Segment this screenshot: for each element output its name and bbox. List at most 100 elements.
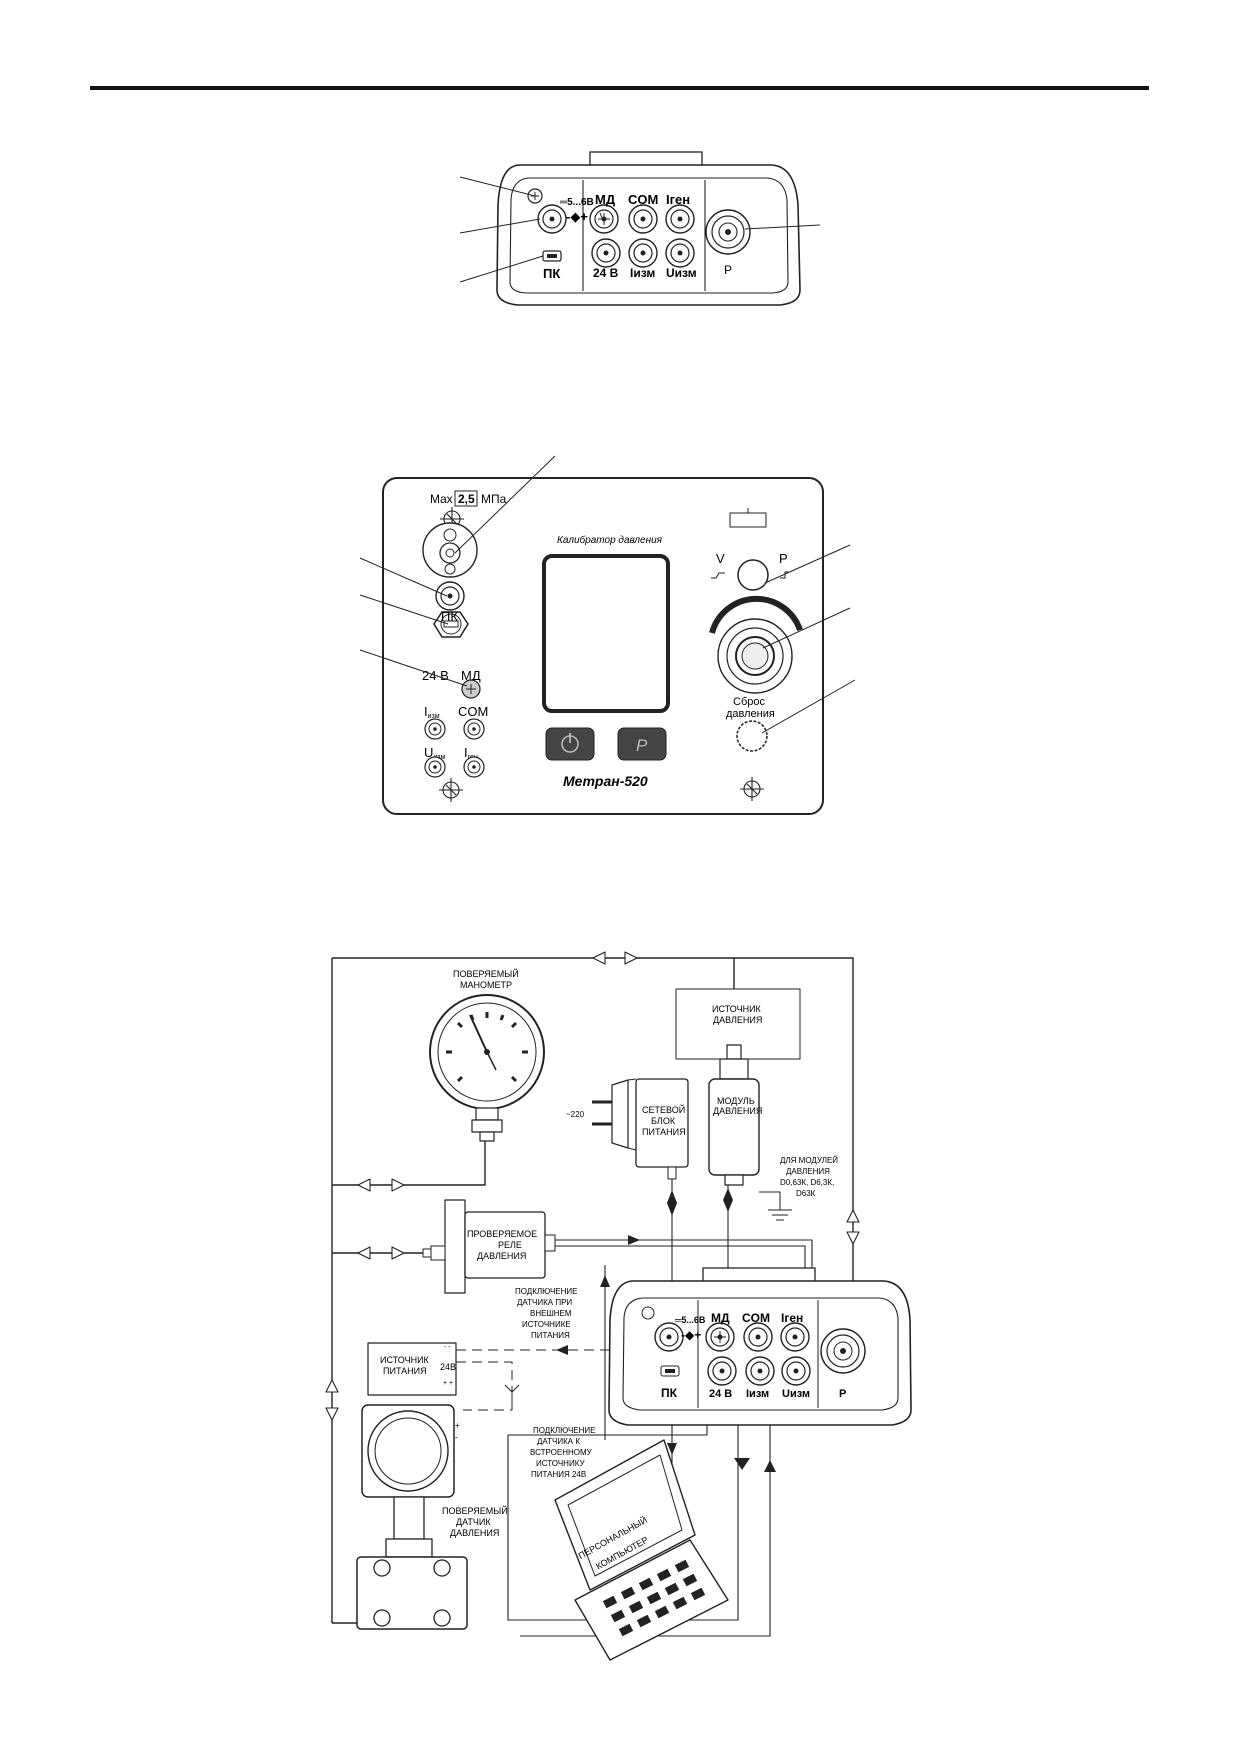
uizm-jack[interactable] <box>665 238 695 268</box>
module-label-line1: МОДУЛЬ <box>717 1096 755 1106</box>
ext-note-line2: ДАТЧИКА ПРИ <box>517 1298 572 1307</box>
com-label: COM <box>628 192 658 207</box>
com-label-front: COM <box>458 704 488 719</box>
max-value: 2,5 <box>458 492 475 506</box>
sensor-label-line2: ДАТЧИК <box>456 1517 491 1527</box>
ps-plus-label: + + <box>443 1380 453 1387</box>
figure-2-front-panel: Max 2,5 МПа ПК 24 В МД Iизм COM Uизм <box>359 455 856 815</box>
external-power-supply-box <box>367 1342 457 1396</box>
dev-md-label: МД <box>711 1311 730 1325</box>
gauge-under-test <box>429 994 545 1142</box>
mode-toggle-button[interactable] <box>737 559 769 591</box>
md-connector[interactable] <box>589 204 619 234</box>
device-handle <box>589 151 703 167</box>
ps-label-line1: ИСТОЧНИК <box>380 1355 430 1365</box>
diode-symbol <box>504 1384 520 1408</box>
igen-jack[interactable] <box>665 204 695 234</box>
relay-label-line1: ПРОВЕРЯЕМОЕ <box>467 1229 537 1239</box>
int-note-line2: ДАТЧИКА К <box>537 1437 580 1446</box>
mains-label: ═5...6В <box>559 197 594 208</box>
com-jack[interactable] <box>628 204 658 234</box>
gauge-label-line2: МАНОМЕТР <box>460 980 512 990</box>
md-connector-front[interactable] <box>461 679 481 699</box>
max-unit: МПа <box>481 492 507 506</box>
relay-label-line2: РЕЛЕ <box>498 1240 522 1250</box>
dev-p-label: P <box>839 1388 846 1400</box>
ext-note-line5: ПИТАНИЯ <box>531 1331 570 1340</box>
int-note-line5: ПИТАНИЯ 24В <box>531 1470 586 1479</box>
dev-uizm-label: Uизм <box>782 1388 810 1400</box>
ext-note-line4: ИСТОЧНИКЕ <box>522 1320 571 1329</box>
pressure-adjust-knob[interactable] <box>717 618 793 694</box>
pressure-transmitter <box>356 1404 468 1630</box>
dev-24v-label: 24 В <box>709 1388 732 1400</box>
pressure-port-front[interactable] <box>422 522 478 578</box>
dev-igen-label: Iген <box>781 1311 803 1325</box>
int-note-line1: ПОДКЛЮЧЕНИЕ <box>533 1426 595 1435</box>
mains-adapter <box>592 1078 689 1180</box>
power-jack-front[interactable] <box>435 581 465 611</box>
figure-1-device-top-view: ═5...6В -◆+ ПК МД COM Iген 24 В Iизм Uиз… <box>459 151 821 306</box>
personal-computer <box>554 1439 729 1661</box>
com-jack-front[interactable] <box>463 718 485 740</box>
uizm-jack-front[interactable] <box>424 756 446 778</box>
source-label-line2: ДАВЛЕНИЯ <box>713 1015 762 1025</box>
callout-lines-front <box>359 455 856 734</box>
i-label-front: Iизм <box>424 704 440 720</box>
power-button[interactable] <box>545 727 595 761</box>
pressure-relay <box>422 1199 556 1294</box>
power-jack[interactable] <box>537 204 567 234</box>
model-name: Метран-520 <box>563 773 648 789</box>
gauge-label-line1: ПОВЕРЯЕМЫЙ <box>453 968 519 979</box>
sensor-minus-label: - <box>455 1433 458 1442</box>
sensor-label-line3: ДАВЛЕНИЯ <box>450 1528 499 1538</box>
int-note-line4: ИСТОЧНИКУ <box>536 1459 585 1468</box>
24v-jack[interactable] <box>591 238 621 268</box>
reset-pressure-knob[interactable] <box>736 720 768 752</box>
pressure-lines <box>331 957 854 1624</box>
flow-arrows <box>325 951 860 1421</box>
dev-iizm-label: Iизм <box>746 1388 769 1400</box>
iizm-label: Iизм <box>630 266 655 280</box>
device-panel <box>509 177 789 294</box>
callout-lines <box>459 176 821 283</box>
ext-note-line1: ПОДКЛЮЧЕНИЕ <box>515 1287 577 1296</box>
display-screen <box>542 554 670 713</box>
knob-scale-arc <box>709 595 803 634</box>
modules-note-line2: ДАВЛЕНИЯ <box>786 1167 830 1176</box>
int-note-line3: ВСТРОЕННОМУ <box>530 1448 593 1457</box>
pressure-port[interactable] <box>705 209 751 255</box>
dev-pc-label: ПК <box>661 1386 678 1400</box>
modules-note-line1: ДЛЯ МОДУЛЕЙ <box>780 1156 838 1165</box>
modules-note-line3: D0,63К, D6,3К, <box>780 1178 834 1187</box>
psu-label-line1: СЕТЕВОЙ <box>642 1104 685 1115</box>
reset-label-line2: давления <box>726 708 775 720</box>
p-button-label: P <box>636 736 648 755</box>
pc-port-front[interactable] <box>433 611 469 638</box>
ps-label-line2: ПИТАНИЯ <box>383 1366 427 1376</box>
dev-mains-label: ═5...6В <box>674 1315 706 1325</box>
iizm-jack[interactable] <box>628 238 658 268</box>
igen-label: Iген <box>666 192 690 207</box>
sensor-plus-label: + <box>455 1421 460 1430</box>
pc-usb-port[interactable] <box>542 250 562 262</box>
modules-note-line4: D63К <box>796 1189 816 1198</box>
pv-label: P <box>779 551 788 566</box>
dev-com-label: COM <box>742 1311 770 1325</box>
pc-port-label: ПК <box>543 266 560 281</box>
relay-label-line3: ДАВЛЕНИЯ <box>477 1251 526 1261</box>
uizm-label: Uизм <box>666 266 697 280</box>
device-body <box>496 164 801 306</box>
ext-note-line3: ВНЕШНЕМ <box>530 1309 572 1318</box>
dev-polarity-icon: -◆+ <box>681 1328 701 1342</box>
iizm-jack-front[interactable] <box>424 718 446 740</box>
pressure-module <box>708 1044 760 1186</box>
max-prefix: Max <box>430 492 453 506</box>
psu-label-line3: ПИТАНИЯ <box>642 1127 686 1137</box>
psu-label-line2: БЛОК <box>651 1116 676 1126</box>
igen-jack-front[interactable] <box>463 756 485 778</box>
p-button[interactable]: P <box>617 727 667 761</box>
reset-label-line1: Сброс <box>733 696 765 708</box>
